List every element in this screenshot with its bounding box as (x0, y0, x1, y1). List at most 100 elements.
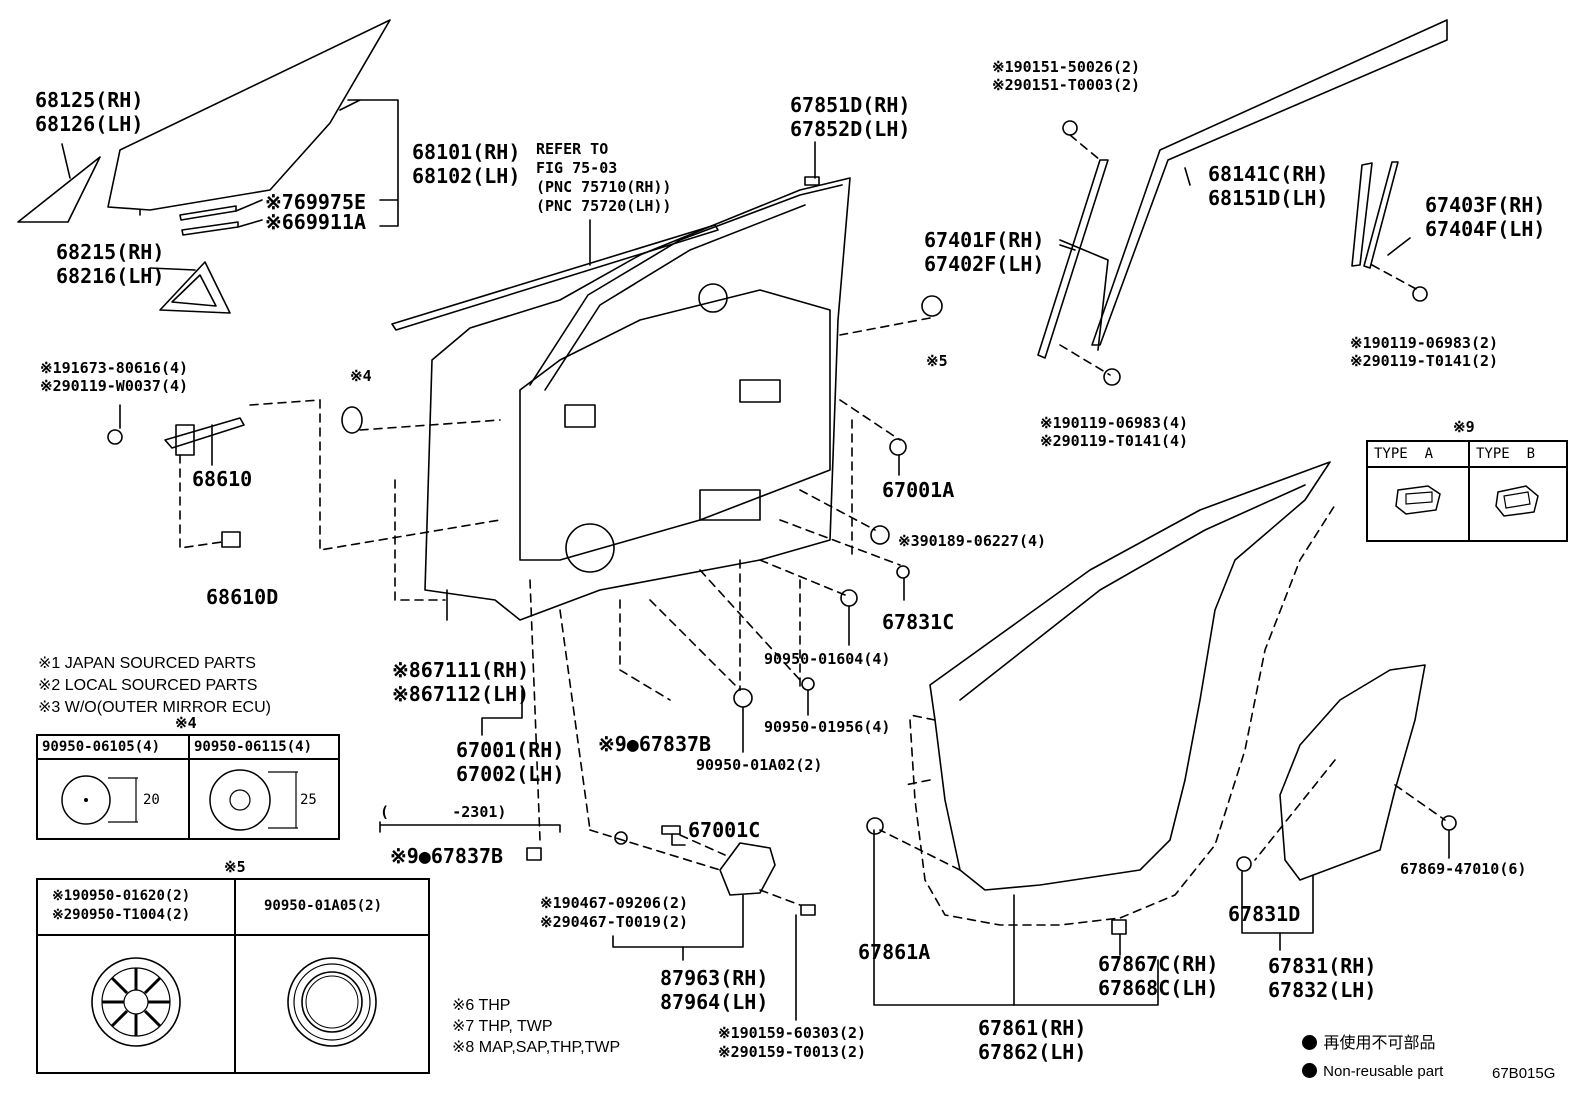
legend-nonreuse-jp: 再使用不可部品 (1302, 1032, 1435, 1056)
note-mark-4: ※4 (350, 367, 372, 385)
part-label-67869: 67869-47010(6) (1400, 860, 1527, 878)
bolt-label-90119-r2: ※290119-T0141(2) (1350, 352, 1499, 370)
bolt-label-90159-a: ※190159-60303(2) (718, 1024, 867, 1042)
clip-type-b-icon (1495, 485, 1539, 517)
plug-ring-icon (287, 957, 377, 1047)
part-label-67001a: 67001A (882, 478, 955, 502)
part-label-67867c: 67867C(RH) (1098, 952, 1219, 976)
part-label-68141c: 68141C(RH) (1208, 162, 1329, 186)
bolt-label-90467-b: ※290467-T0019(2) (540, 913, 689, 931)
note-local-sourced: ※2 LOCAL SOURCED PARTS (38, 677, 258, 694)
grommet-table-title: ※4 (175, 714, 197, 732)
grommet-col1: 90950-06105(4) (42, 739, 161, 755)
refer-text-3: (PNC 75710(RH)) (536, 178, 672, 196)
non-reusable-dot-icon (1302, 1063, 1317, 1078)
part-label-67862: 67862(LH) (978, 1040, 1087, 1064)
part-label-69975e: ※769975E (265, 190, 367, 214)
refer-text-4: (PNC 75720(LH)) (536, 197, 672, 215)
part-label-67837b-2: ※9●67837B (390, 844, 504, 868)
part-label-68101: 68101(RH) (412, 140, 521, 164)
part-label-67112: ※867112(LH) (392, 682, 530, 706)
part-label-67404f: 67404F(LH) (1425, 217, 1546, 241)
note-thp: ※6 THP (452, 997, 511, 1014)
range-label: ( -2301) (380, 803, 507, 821)
note-map-sap: ※8 MAP,SAP,THP,TWP (452, 1039, 621, 1056)
door-frame-shape (1091, 19, 1448, 346)
bolt-label-90159-b: ※290159-T0013(2) (718, 1043, 867, 1061)
part-label-90950-01a02: 90950-01A02(2) (696, 756, 823, 774)
part-label-68102: 68102(LH) (412, 164, 521, 188)
plug-table-title: ※5 (224, 858, 246, 876)
bolt-label-90467-a: ※190467-09206(2) (540, 894, 689, 912)
door-glass-shape (107, 19, 391, 211)
weatherstrip-shape (929, 461, 1331, 891)
note-thp-twp: ※7 THP, TWP (452, 1018, 553, 1035)
part-label-68215: 68215(RH) (56, 240, 165, 264)
bolt-label-90119-m1: ※190119-06983(4) (1040, 414, 1189, 432)
grommet-large-icon (209, 769, 298, 831)
plug-table: ※190950-01620(2) ※290950-T1004(2) 90950-… (36, 878, 430, 1074)
bolt-label-90119-r1: ※190119-06983(2) (1350, 334, 1499, 352)
part-label-67831c: 67831C (882, 610, 955, 634)
part-label-87963: 87963(RH) (660, 966, 769, 990)
part-label-67403f: 67403F(RH) (1425, 193, 1546, 217)
refer-text-1: REFER TO (536, 140, 609, 158)
door-liner-shape (1279, 664, 1426, 881)
part-label-67401f: 67401F(RH) (924, 228, 1045, 252)
bolt-label-91673: ※191673-80616(4) (40, 359, 189, 377)
grommet-dim-25: 25 (300, 792, 317, 808)
part-label-68216: 68216(LH) (56, 264, 165, 288)
door-panel-shape (424, 177, 851, 621)
part-label-68151d: 68151D(LH) (1208, 186, 1329, 210)
bolt-label-90151-a: ※190151-50026(2) (992, 58, 1141, 76)
part-label-68126: 68126(LH) (35, 112, 144, 136)
diagram-code: 67B015G (1492, 1065, 1556, 1082)
bolt-label-90119-w: ※290119-W0037(4) (40, 377, 189, 395)
part-label-67002: 67002(LH) (456, 762, 565, 786)
part-label-67001c: 67001C (688, 818, 761, 842)
note-japan-sourced: ※1 JAPAN SOURCED PARTS (38, 655, 256, 672)
part-label-68610: 68610 (192, 467, 253, 491)
part-label-67831d: 67831D (1228, 902, 1301, 926)
part-label-87964: 87964(LH) (660, 990, 769, 1014)
note-outer-mirror: ※3 W/O(OUTER MIRROR ECU) (38, 699, 271, 716)
bolt-label-90151-b: ※290151-T0003(2) (992, 76, 1141, 94)
part-label-67832: 67832(LH) (1268, 978, 1377, 1002)
part-label-67001: 67001(RH) (456, 738, 565, 762)
part-label-67851d: 67851D(RH) (790, 93, 911, 117)
part-label-67861a: 67861A (858, 940, 931, 964)
non-reusable-dot-icon (1302, 1035, 1317, 1050)
quarter-glass-shape (17, 156, 101, 223)
refer-text-2: FIG 75-03 (536, 159, 618, 177)
door-lock-actuator-shape (719, 842, 776, 896)
delta-garnish-shape (159, 261, 231, 314)
part-label-68610d: 68610D (206, 585, 279, 609)
part-label-67831: 67831(RH) (1268, 954, 1377, 978)
type-a-label: TYPE A (1374, 446, 1434, 462)
type-b-label: TYPE B (1476, 446, 1536, 462)
bolt-label-90189: ※390189-06227(4) (898, 532, 1047, 550)
check-hinge-shape (164, 417, 245, 449)
part-label-67111: ※867111(RH) (392, 658, 530, 682)
part-label-90950-01956: 90950-01956(4) (764, 718, 891, 736)
clip-type-a-icon (1395, 485, 1441, 515)
grommet-small-icon (61, 775, 138, 825)
type-table: TYPE A TYPE B (1366, 440, 1568, 542)
part-label-67402f: 67402F(LH) (924, 252, 1045, 276)
part-label-67852d: 67852D(LH) (790, 117, 911, 141)
plug-spoked-icon (91, 957, 181, 1047)
note-mark-5: ※5 (926, 352, 948, 370)
legend-nonreuse-en: Non-reusable part (1302, 1060, 1443, 1084)
bolt-label-90119-m2: ※290119-T0141(4) (1040, 432, 1189, 450)
plug-col2: 90950-01A05(2) (264, 898, 383, 914)
part-label-67837b: ※9●67837B (598, 732, 712, 756)
part-label-69911a: ※669911A (265, 210, 367, 234)
part-label-68125: 68125(RH) (35, 88, 144, 112)
type-table-title: ※9 (1453, 418, 1475, 436)
plug-col1-b: ※290950-T1004(2) (52, 907, 191, 923)
plug-col1-a: ※190950-01620(2) (52, 888, 191, 904)
part-label-90950-01604: 90950-01604(4) (764, 650, 891, 668)
belt-molding-shape (391, 224, 719, 331)
grommet-table: 90950-06105(4) 90950-06115(4) 20 25 (36, 734, 340, 840)
